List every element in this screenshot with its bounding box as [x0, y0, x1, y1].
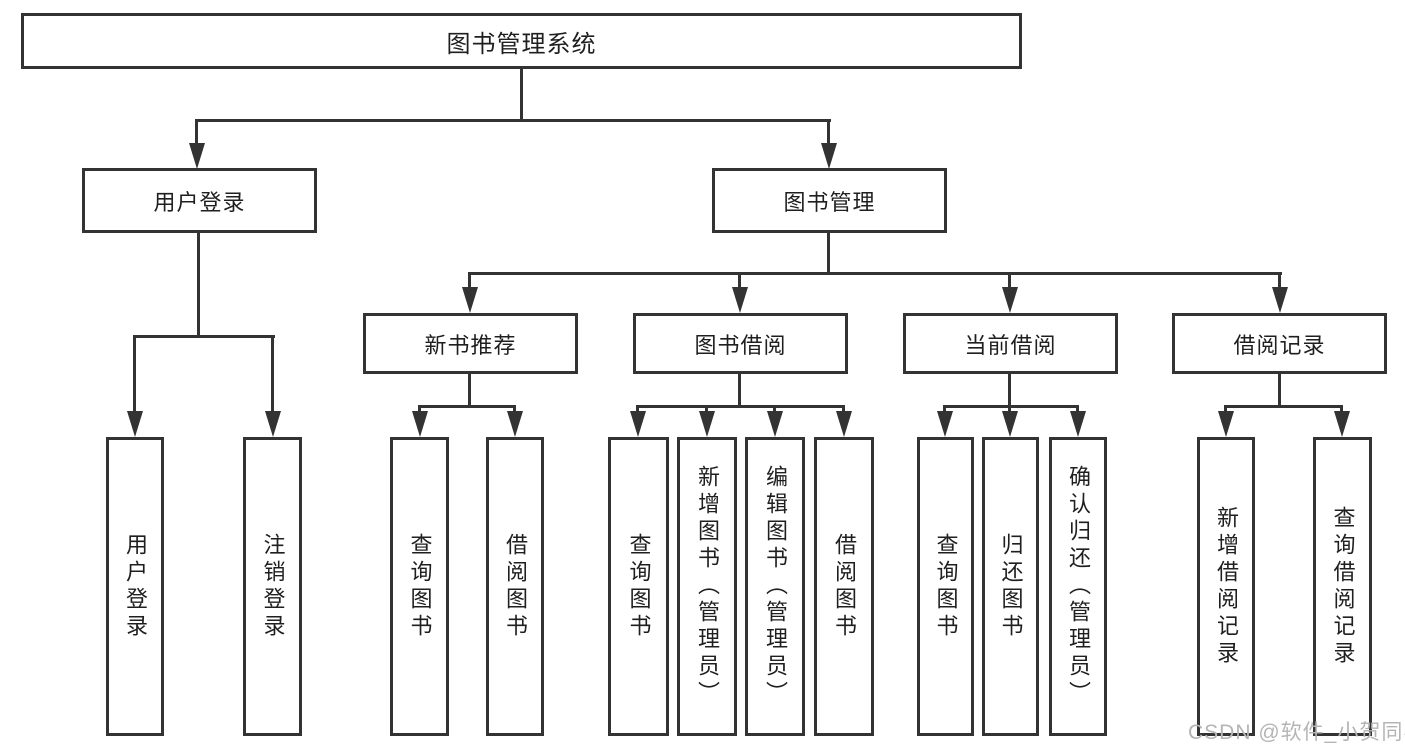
node-current-borrow: 当前借阅 [903, 313, 1118, 374]
connector-drop-leaf [271, 335, 274, 411]
arrow-down-icon [836, 411, 852, 437]
connector-book-management-stem [827, 233, 830, 275]
arrow-down-icon [699, 411, 715, 437]
leaf-add-borrow-record-label: 新增借阅记录 [1214, 505, 1239, 668]
connector-drop-leaf [842, 405, 845, 411]
connector-drop-user-login [195, 119, 198, 145]
connector-rail-user-login [134, 335, 275, 338]
connector-drop-leaf [636, 405, 639, 411]
leaf-borrow-books-recommend-label: 借阅图书 [503, 532, 528, 641]
node-book-management-label: 图书管理 [783, 189, 876, 215]
connector-drop-level3 [1008, 272, 1011, 287]
connector-drop-leaf [133, 335, 136, 411]
leaf-edit-books-admin-label: 编辑图书（管理员） [763, 465, 788, 708]
leaf-return-books-label: 归还图书 [998, 532, 1024, 641]
connector-rail-records [1225, 405, 1343, 408]
leaf-query-books-current: 查询图书 [917, 437, 974, 736]
node-book-management: 图书管理 [712, 168, 947, 233]
connector-rail-level3 [469, 272, 1282, 275]
leaf-confirm-return-admin: 确认归还（管理员） [1049, 437, 1107, 736]
arrow-down-icon [265, 411, 281, 437]
connector-rail-current [944, 405, 1079, 408]
leaf-query-books-borrow-label: 查询图书 [626, 532, 652, 641]
connector-drop-level3 [1278, 272, 1281, 287]
leaf-query-books-recommend-label: 查询图书 [407, 532, 433, 641]
connector-user-login-stem [197, 233, 200, 338]
leaf-logout-label: 注销登录 [260, 532, 286, 641]
arrow-down-icon [732, 287, 748, 313]
arrow-down-icon [937, 411, 953, 437]
leaf-logout: 注销登录 [243, 437, 302, 736]
connector-drop-leaf [1008, 405, 1011, 411]
arrow-down-icon [127, 411, 143, 437]
leaf-query-books-recommend: 查询图书 [390, 437, 449, 736]
connector-rail-level2 [196, 119, 831, 122]
arrow-down-icon [1002, 287, 1018, 313]
connector-drop-leaf [773, 405, 776, 411]
leaf-user-login: 用户登录 [106, 437, 164, 736]
arrow-down-icon [767, 411, 783, 437]
connector-drop-leaf [513, 405, 516, 411]
connector-drop-leaf [1224, 405, 1227, 411]
leaf-query-borrow-record-label: 查询借阅记录 [1330, 505, 1356, 668]
arrow-down-icon [1334, 411, 1350, 437]
arrow-down-icon [1218, 411, 1234, 437]
node-borrow-records-label: 借阅记录 [1233, 332, 1326, 358]
connector-records-stem [1278, 374, 1281, 408]
arrow-down-icon [462, 287, 478, 313]
leaf-edit-books-admin: 编辑图书（管理员） [745, 437, 805, 736]
connector-drop-level3 [738, 272, 741, 287]
node-root-system: 图书管理系统 [21, 13, 1022, 69]
connector-rail-borrow [637, 405, 845, 408]
leaf-query-books-borrow: 查询图书 [608, 437, 669, 736]
node-book-borrow: 图书借阅 [633, 313, 848, 374]
leaf-confirm-return-admin-label: 确认归还（管理员） [1066, 465, 1091, 708]
leaf-borrow-books: 借阅图书 [814, 437, 874, 736]
node-new-book-recommend: 新书推荐 [363, 313, 578, 374]
connector-current-stem [1008, 374, 1011, 408]
arrow-down-icon [1272, 287, 1288, 313]
arrow-down-icon [412, 411, 428, 437]
connector-drop-level3 [468, 272, 471, 287]
leaf-user-login-label: 用户登录 [123, 532, 148, 641]
leaf-query-borrow-record: 查询借阅记录 [1313, 437, 1372, 736]
leaf-query-books-current-label: 查询图书 [933, 532, 959, 641]
arrow-down-icon [630, 411, 646, 437]
connector-recommend-stem [468, 374, 471, 408]
connector-root-stem [520, 69, 523, 122]
leaf-borrow-books-label: 借阅图书 [832, 532, 857, 641]
connector-drop-leaf [418, 405, 421, 411]
watermark-text: CSDN @软件_小贺同学 [1188, 721, 1405, 744]
node-current-borrow-label: 当前借阅 [964, 332, 1057, 358]
node-user-login: 用户登录 [82, 168, 317, 233]
connector-drop-leaf [1340, 405, 1343, 411]
arrow-down-icon [1002, 411, 1018, 437]
arrow-down-icon [821, 143, 837, 169]
leaf-return-books: 归还图书 [982, 437, 1039, 736]
leaf-add-books-admin-label: 新增图书（管理员） [695, 465, 720, 708]
connector-borrow-stem [738, 374, 741, 408]
arrow-down-icon [189, 143, 205, 169]
connector-drop-leaf [1076, 405, 1079, 411]
connector-drop-book-management [827, 119, 830, 145]
leaf-add-borrow-record: 新增借阅记录 [1197, 437, 1255, 736]
connector-drop-leaf [943, 405, 946, 411]
node-root-label: 图书管理系统 [446, 30, 597, 58]
leaf-add-books-admin: 新增图书（管理员） [677, 437, 737, 736]
connector-drop-leaf [705, 405, 708, 411]
leaf-borrow-books-recommend: 借阅图书 [486, 437, 544, 736]
node-borrow-records: 借阅记录 [1172, 313, 1387, 374]
node-user-login-label: 用户登录 [153, 189, 246, 215]
node-book-borrow-label: 图书借阅 [694, 332, 787, 358]
arrow-down-icon [1070, 411, 1086, 437]
connector-rail-recommend [419, 405, 516, 408]
node-new-book-recommend-label: 新书推荐 [424, 332, 517, 358]
arrow-down-icon [507, 411, 523, 437]
